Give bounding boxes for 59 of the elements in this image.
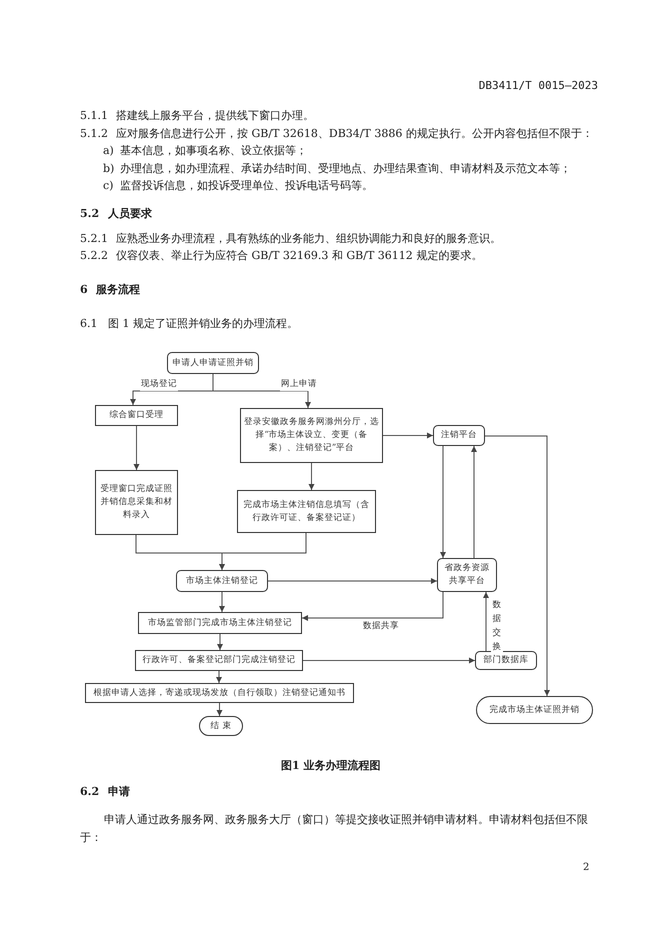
flow-arrow bbox=[217, 634, 223, 650]
page-number: 2 bbox=[583, 861, 590, 875]
terminal-box: 完成市场主体证照并销 bbox=[476, 696, 593, 724]
edge-label: 现场登记 bbox=[140, 378, 178, 391]
terminal-box: 结 束 bbox=[199, 716, 243, 736]
flow-arrow bbox=[308, 462, 314, 490]
rounded-box: 注销平台 bbox=[433, 425, 485, 446]
flow-arrow bbox=[440, 446, 446, 558]
rounded-box: 部门数据库 bbox=[475, 651, 537, 670]
flow-arrow bbox=[484, 436, 550, 696]
flow-arrow bbox=[212, 374, 311, 408]
process-box: 登录安徽政务服务网滁州分厅，选择“市场主体设立、变更（备案）、注销登记”平台 bbox=[240, 408, 383, 463]
process-box: 受理窗口完成证照并销信息采集和材料录入 bbox=[95, 470, 178, 535]
flow-arrow bbox=[216, 702, 222, 716]
section-number: 5.1.1 bbox=[80, 108, 108, 124]
section-heading: 6 bbox=[80, 282, 88, 298]
body-text: 搭建线上服务平台，提供线下窗口办理。 bbox=[116, 108, 314, 124]
body-text: 申请人通过政务服务网、政务服务大厅（窗口）等提交接收证照并销申请材料。申请材料包括但不限于： bbox=[80, 812, 589, 846]
figure-caption: 图1 业务办理流程图 bbox=[281, 758, 380, 774]
section-heading: 服务流程 bbox=[96, 282, 140, 298]
section-heading: 5.2 bbox=[80, 206, 100, 222]
section-heading: 6.2 bbox=[80, 784, 100, 800]
document-code: DB3411/T 0015—2023 bbox=[478, 78, 598, 94]
section-number: c) bbox=[103, 178, 114, 194]
process-box: 行政许可、备案登记部门完成注销登记 bbox=[135, 650, 303, 671]
section-number: a) bbox=[103, 143, 114, 159]
process-box: 综合窗口受理 bbox=[95, 405, 178, 426]
flow-arrow bbox=[219, 532, 306, 570]
edge-label: 数据交换 bbox=[491, 598, 503, 654]
body-text: 监督投诉信息，如投诉受理单位、投诉电话号码等。 bbox=[120, 178, 373, 194]
section-number: 5.2.2 bbox=[80, 248, 108, 264]
section-number: b) bbox=[103, 161, 114, 177]
body-text: 应熟悉业务办理流程，具有熟练的业务能力、组织协调能力和良好的服务意识。 bbox=[116, 231, 501, 247]
rounded-box: 市场主体注销登记 bbox=[176, 570, 268, 592]
flow-arrow bbox=[134, 426, 140, 470]
body-text: 办理信息，如办理流程、承诺办结时间、受理地点、办理结果查询、申请材料及示范文本等； bbox=[120, 161, 571, 177]
rounded-box: 省政务资源共享平台 bbox=[437, 558, 497, 592]
section-number: 6.1 bbox=[80, 316, 98, 332]
section-heading: 人员要求 bbox=[108, 206, 152, 222]
body-text: 图 1 规定了证照并销业务的办理流程。 bbox=[108, 316, 298, 332]
flow-arrow bbox=[268, 578, 438, 584]
flow-arrow bbox=[382, 432, 434, 438]
flow-arrow bbox=[483, 592, 489, 652]
process-box: 根据申请人选择，寄递或现场发放（自行领取）注销登记通知书 bbox=[85, 683, 354, 703]
rounded-box: 申请人申请证照并销 bbox=[167, 352, 259, 374]
flow-arrow bbox=[302, 658, 476, 664]
edge-label: 网上申请 bbox=[280, 378, 318, 391]
section-number: 5.2.1 bbox=[80, 231, 108, 247]
flow-arrow bbox=[302, 592, 444, 621]
flow-arrow bbox=[216, 670, 222, 684]
process-box: 市场监管部门完成市场主体注销登记 bbox=[138, 612, 302, 634]
flow-arrow bbox=[219, 592, 225, 612]
process-box: 完成市场主体注销信息填写（含行政许可证、备案登记证） bbox=[237, 490, 376, 533]
section-heading: 申请 bbox=[108, 784, 130, 800]
flow-arrow bbox=[471, 446, 477, 558]
body-text: 基本信息，如事项名称、设立依据等； bbox=[120, 143, 307, 159]
body-text: 应对服务信息进行公开，按 GB/T 32618、DB34/T 3886 的规定执行。公开内容包括但不限于： bbox=[116, 126, 593, 142]
body-text: 仪容仪表、举止行为应符合 GB/T 32169.3 和 GB/T 36112 规定的要求。 bbox=[116, 248, 482, 264]
section-number: 5.1.2 bbox=[80, 126, 108, 142]
